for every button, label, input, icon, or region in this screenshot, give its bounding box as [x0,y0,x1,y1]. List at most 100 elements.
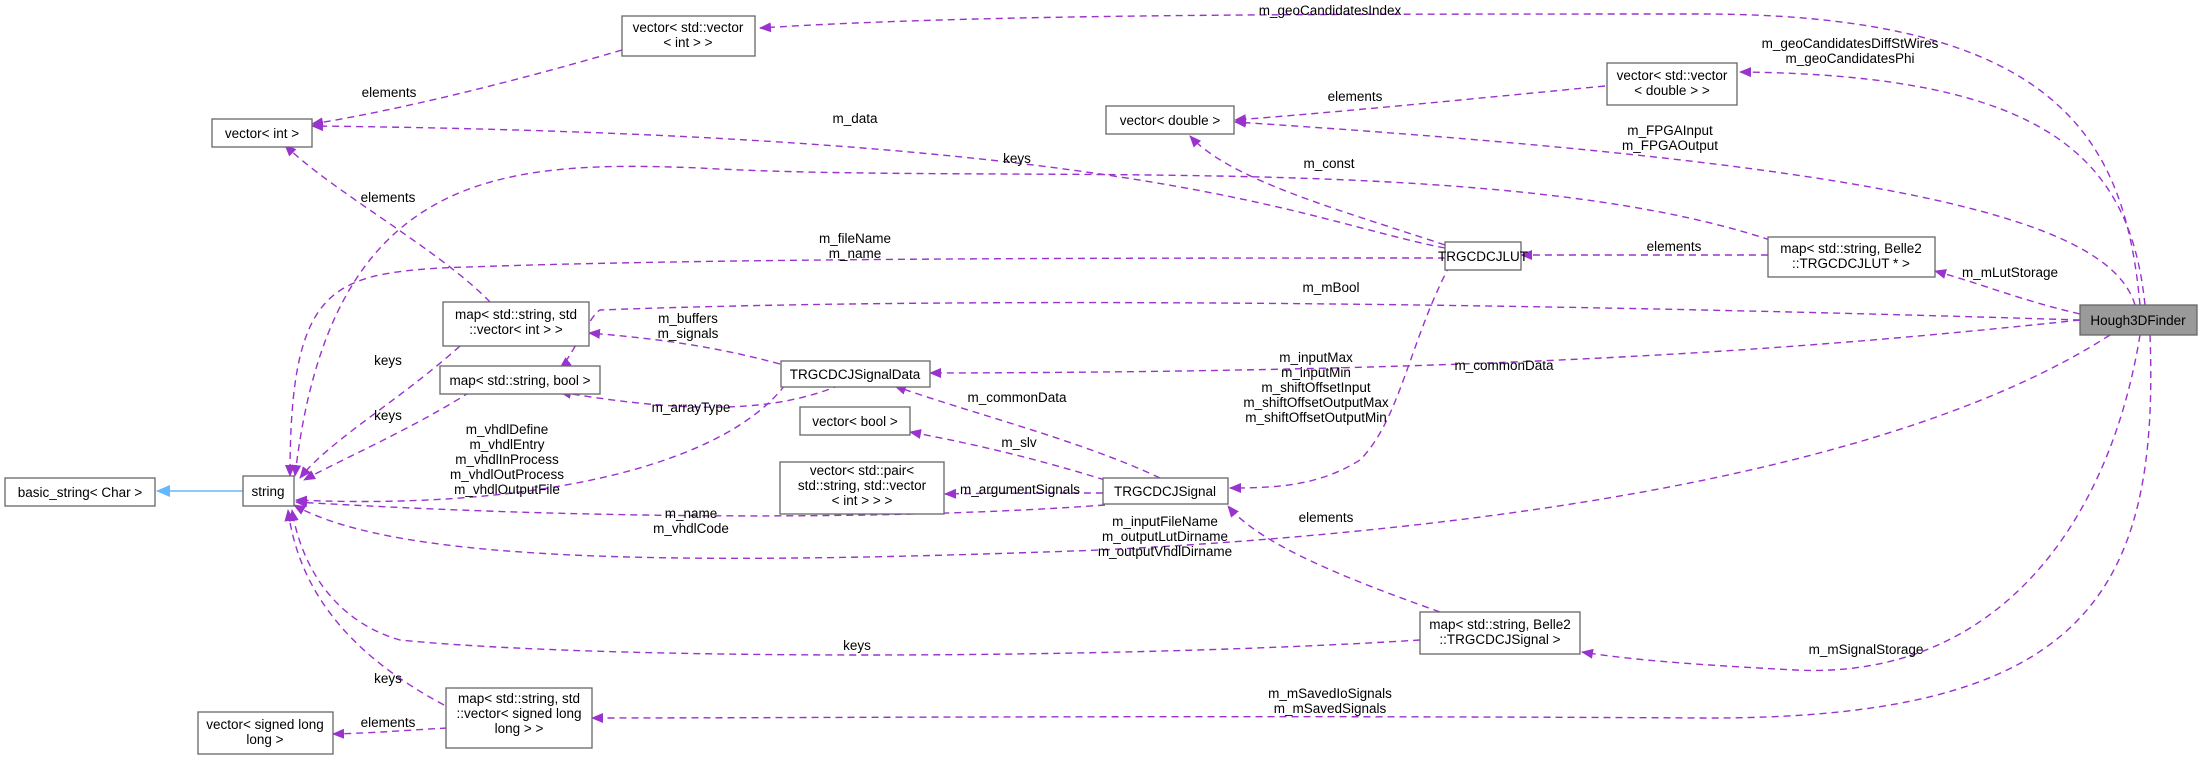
svg-text:vector< bool >: vector< bool > [812,414,898,429]
edge-name-code [295,497,1106,517]
node-map-string-vector-sll[interactable]: map< std::string, std::vector< signed lo… [445,687,593,749]
text-line: m_FPGAInput [1627,123,1713,138]
text-line: elements [361,715,416,730]
text-line: m_FPGAOutput [1622,138,1718,153]
edge-fpga [1234,117,2136,306]
edge-array-type [559,384,841,408]
text-line: m_shiftOffsetInput [1261,380,1371,395]
label-array-type: m_arrayType [652,400,731,415]
text-line: m_mBool [1302,280,1359,295]
text-line: vector< bool > [812,414,898,429]
node-trgcdcjsignal[interactable]: TRGCDCJSignal [1102,477,1229,505]
svg-text:vector< std::pair<std::string,: vector< std::pair<std::string, std::vect… [798,463,927,508]
node-vector-vector-int[interactable]: vector< std::vector< int > > [621,15,756,57]
text-line: std::string, std::vector [798,478,927,493]
text-line: m_shiftOffsetOutputMin [1245,410,1387,425]
label-keys-mapvecint: keys [374,353,402,368]
svg-text:Hough3DFinder: Hough3DFinder [2090,313,2186,328]
text-line: m_mSavedSignals [1274,701,1387,716]
text-line: m_vhdlOutProcess [450,467,564,482]
text-line: vector< std::pair< [810,463,914,478]
edge-keys-maplut [291,165,1771,477]
node-hough3dfinder[interactable]: Hough3DFinder [2079,304,2198,336]
node-vector-pair[interactable]: vector< std::pair<std::string, std::vect… [779,461,945,515]
edge-common-data-signal [894,385,1161,479]
text-line: vector< std::vector [633,20,744,35]
text-line: ::vector< int > > [469,322,563,337]
text-line: < int > > > [832,493,893,508]
node-string[interactable]: string [242,475,295,507]
label-vecvecint-elements: elements [362,85,417,100]
text-line: m_inputFileName [1112,514,1218,529]
text-line: long > > [495,721,544,736]
edge-signal-storage [1581,334,2141,672]
svg-text:map< std::string, std::vector<: map< std::string, std::vector< signed lo… [457,691,582,736]
edge-saved-signals [591,334,2152,723]
text-line: Hough3DFinder [2090,313,2186,328]
text-line: keys [374,671,402,686]
text-line: basic_string< Char > [18,485,143,500]
node-map-string-bool[interactable]: map< std::string, bool > [439,365,601,395]
text-line: m_inputMin [1281,365,1351,380]
label-lut-storage: m_mLutStorage [1962,265,2058,280]
text-line: m_arrayType [652,400,731,415]
text-line: elements [361,190,416,205]
text-line: m_argumentSignals [960,482,1080,497]
edge-m-const [1189,135,1446,246]
label-argument-signals: m_argumentSignals [960,482,1080,497]
svg-text:TRGCDCJLUT: TRGCDCJLUT [1438,249,1528,264]
text-line: m_vhdlEntry [469,437,544,452]
text-line: elements [1299,510,1354,525]
text-line: m_commonData [1454,358,1554,373]
text-line: vector< int > [225,126,299,141]
svg-text:map< std::string, bool >: map< std::string, bool > [449,373,590,388]
text-line: m_signals [658,326,719,341]
text-line: m_mSignalStorage [1809,642,1924,657]
node-vector-bool[interactable]: vector< bool > [799,406,911,436]
text-line: TRGCDCJSignal [1114,484,1216,499]
text-line: m_outputLutDirname [1102,529,1228,544]
node-basic-string[interactable]: basic_string< Char > [4,477,156,507]
text-line: m_vhdlDefine [466,422,549,437]
text-line: m_geoCandidatesIndex [1259,3,1402,18]
edge-buffers [588,328,781,365]
node-map-string-trgcdcjsignal[interactable]: map< std::string, Belle2::TRGCDCJSignal … [1419,611,1581,655]
svg-text:string: string [251,484,284,499]
label-geo-candidates-index: m_geoCandidatesIndex [1259,3,1402,18]
svg-text:vector< std::vector< int > >: vector< std::vector< int > > [633,20,744,50]
text-line: map< std::string, std [458,691,580,706]
node-map-string-trgcdcjlut[interactable]: map< std::string, Belle2::TRGCDCJLUT * > [1767,236,1936,278]
edges [156,13,2152,739]
text-line: m_data [832,111,878,126]
text-line: map< std::string, std [455,307,577,322]
label-signal-storage: m_mSignalStorage [1809,642,1924,657]
edge-vecvecint-elements [311,49,623,128]
text-line: m_inputMax [1279,350,1353,365]
label-sll-elements: elements [361,715,416,730]
node-vector-double[interactable]: vector< double > [1105,105,1235,135]
label-mapstrvecint-elements: elements [361,190,416,205]
node-trgcdcjlut[interactable]: TRGCDCJLUT [1438,241,1528,271]
svg-text:map< std::string, std::vector<: map< std::string, std::vector< int > > [455,307,577,337]
text-line: TRGCDCJSignalData [790,367,921,382]
node-vector-int[interactable]: vector< int > [211,118,313,148]
svg-text:vector< double >: vector< double > [1120,113,1221,128]
label-lut-elements: elements [1647,239,1702,254]
text-line: m_name [665,506,718,521]
label-vecvecdouble-elements: elements [1328,89,1383,104]
text-line: < int > > [663,35,712,50]
label-mbool: m_mBool [1302,280,1359,295]
node-map-string-vector-int[interactable]: map< std::string, std::vector< int > > [442,301,590,347]
text-line: m_vhdlOutputFile [454,482,560,497]
node-trgcdcjsignaldata[interactable]: TRGCDCJSignalData [780,360,931,388]
svg-text:TRGCDCJSignal: TRGCDCJSignal [1114,484,1216,499]
edge-keys-mapsignal [288,509,1421,656]
label-signal-elements: elements [1299,510,1354,525]
node-vector-vector-double[interactable]: vector< std::vector< double > > [1606,62,1738,106]
